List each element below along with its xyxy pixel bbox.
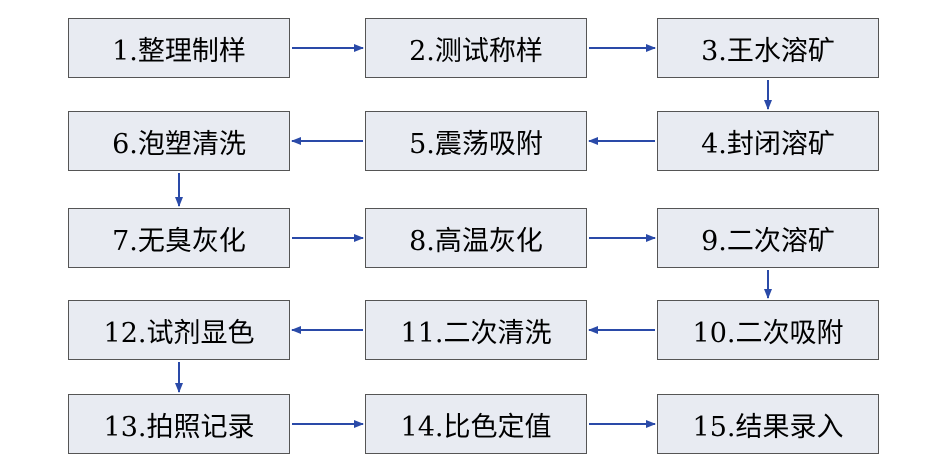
- step-box-11: 11.二次清洗: [365, 300, 587, 360]
- step-box-1: 1.整理制样: [68, 18, 290, 78]
- step-box-6: 6.泡塑清洗: [68, 111, 290, 171]
- step-box-14: 14.比色定值: [365, 394, 587, 454]
- step-box-10: 10.二次吸附: [657, 300, 879, 360]
- step-box-2: 2.测试称样: [365, 18, 587, 78]
- step-box-3: 3.王水溶矿: [657, 18, 879, 78]
- step-box-12: 12.试剂显色: [68, 300, 290, 360]
- step-box-7: 7.无臭灰化: [68, 208, 290, 268]
- step-box-5: 5.震荡吸附: [365, 111, 587, 171]
- step-box-15: 15.结果录入: [657, 394, 879, 454]
- step-box-8: 8.高温灰化: [365, 208, 587, 268]
- step-box-13: 13.拍照记录: [68, 394, 290, 454]
- step-box-9: 9.二次溶矿: [657, 208, 879, 268]
- step-box-4: 4.封闭溶矿: [657, 111, 879, 171]
